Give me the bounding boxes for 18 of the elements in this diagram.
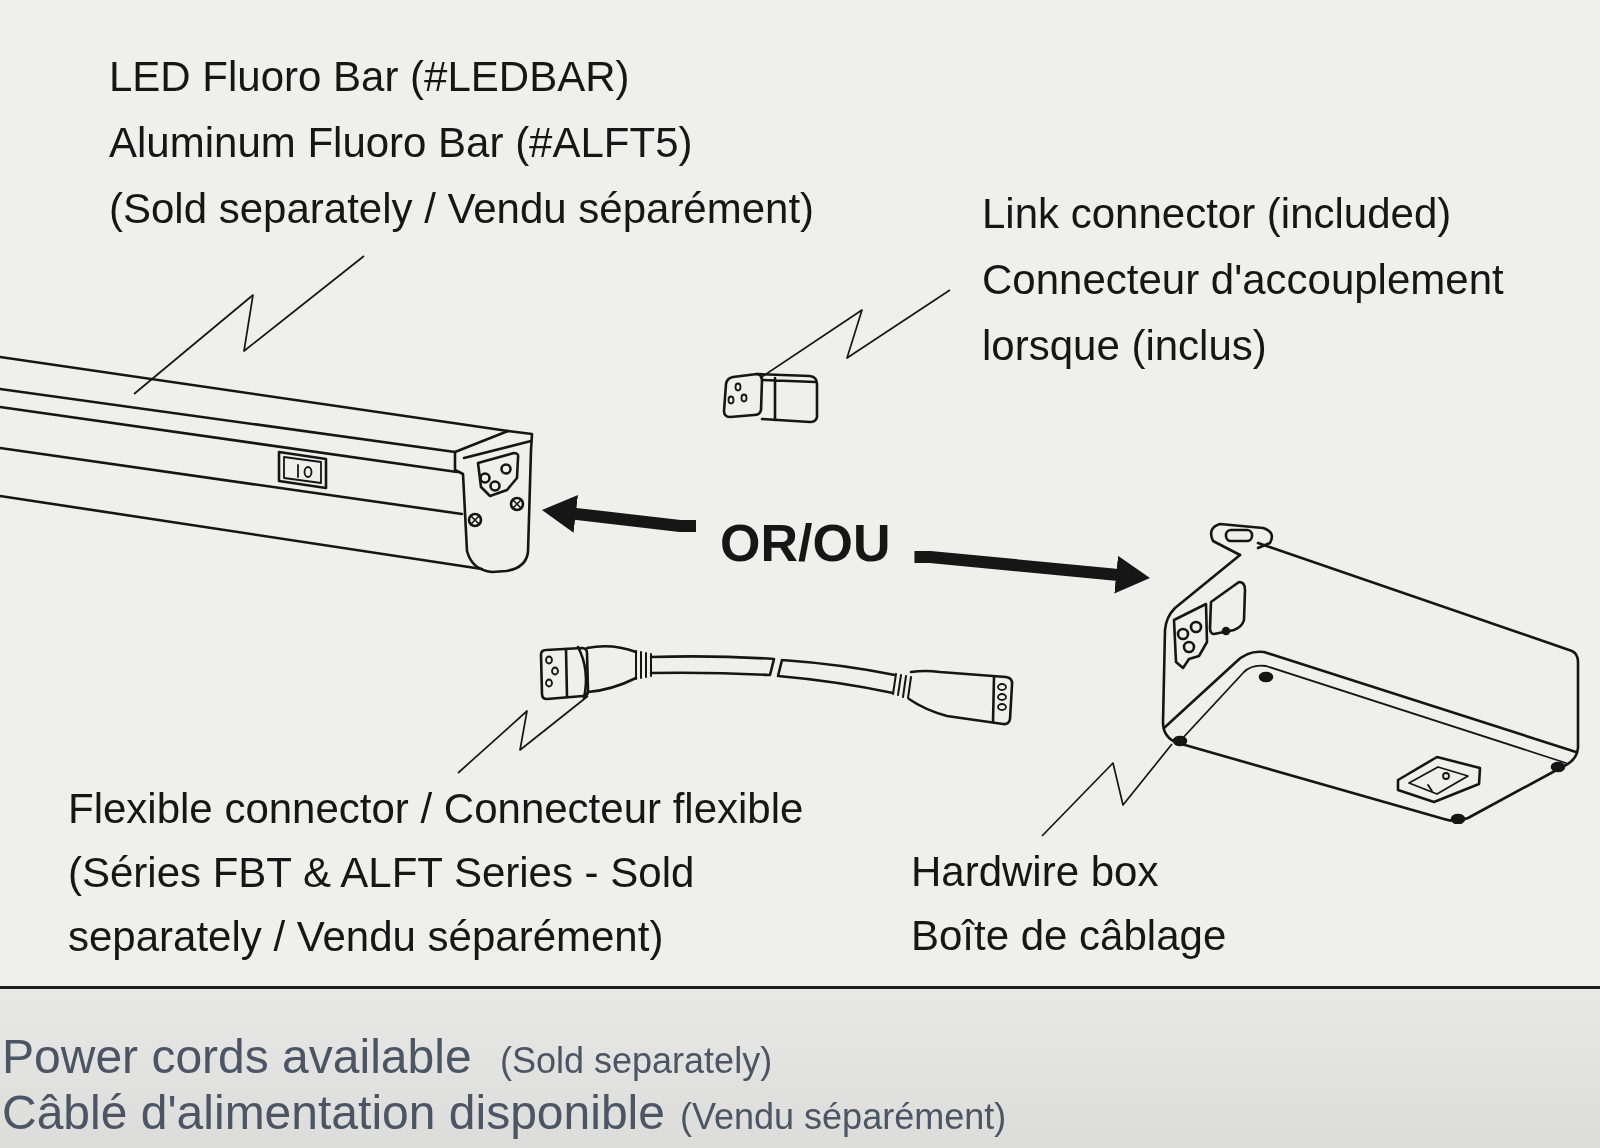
note-text: Power cords available xyxy=(2,1030,472,1084)
part-label: Boîte de câblage xyxy=(911,911,1227,961)
note-text: (Vendu séparément) xyxy=(680,1097,1007,1137)
part-label: Link connector (included) xyxy=(982,189,1452,239)
part-label: Flexible connector / Connecteur flexible xyxy=(68,784,804,834)
part-label: Hardwire box xyxy=(911,847,1159,897)
leader-line xyxy=(457,695,589,774)
note-text: Câblé d'alimentation disponible xyxy=(2,1086,665,1140)
part-label: (Séries FBT & ALFT Series - Sold separately / Vendu séparément) xyxy=(68,848,696,962)
part-label: (Sold separately / Vendu séparément) xyxy=(109,184,815,234)
leader-line xyxy=(759,289,951,379)
leader-line xyxy=(133,255,365,395)
leader-line xyxy=(1041,743,1173,837)
note-text: (Sold separately) xyxy=(500,1041,773,1081)
alternative-label: OR/OU xyxy=(720,513,891,574)
part-label: LED Fluoro Bar (#LEDBAR) xyxy=(109,52,630,102)
part-label: Aluminum Fluoro Bar (#ALFT5) xyxy=(109,118,693,168)
part-label: Connecteur d'accouplement lorsque (inclus) xyxy=(982,255,1505,371)
